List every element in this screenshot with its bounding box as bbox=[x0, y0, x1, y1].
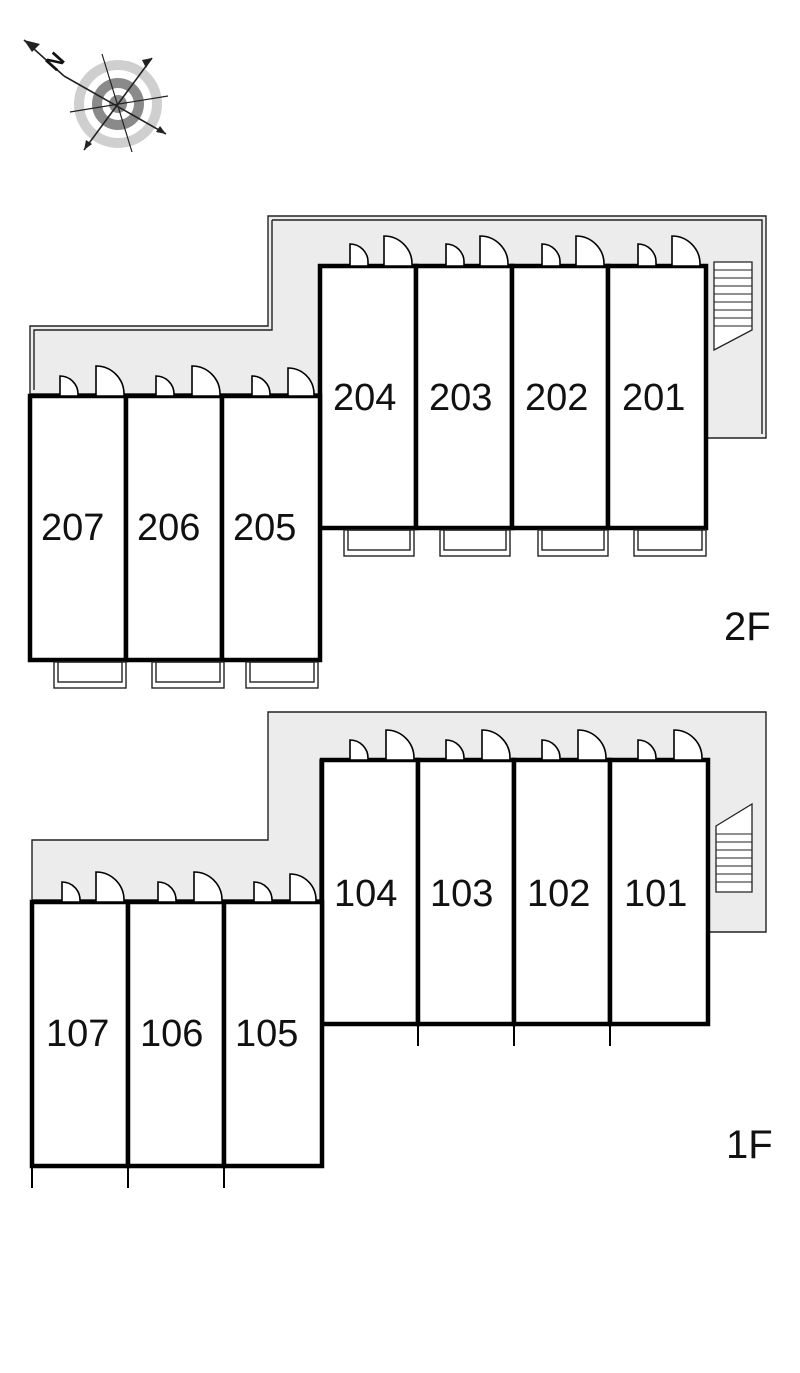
wall-ticks bbox=[31, 1024, 611, 1188]
floor-2f: 204 203 202 201 207 206 205 bbox=[27, 215, 771, 689]
staircase bbox=[715, 802, 753, 893]
unit-label: 105 bbox=[235, 1013, 298, 1055]
unit-label: 101 bbox=[624, 873, 687, 915]
unit-label: 106 bbox=[140, 1013, 203, 1055]
unit-202: 202 bbox=[509, 263, 611, 531]
unit-107: 107 bbox=[29, 899, 131, 1169]
unit-label: 201 bbox=[622, 377, 685, 419]
staircase bbox=[713, 261, 753, 352]
unit-label: 104 bbox=[334, 873, 397, 915]
unit-204: 204 bbox=[317, 263, 419, 531]
unit-label: 205 bbox=[233, 507, 296, 549]
unit-label: 103 bbox=[430, 873, 493, 915]
unit-101: 101 bbox=[607, 757, 711, 1027]
balconies bbox=[53, 529, 707, 689]
unit-203: 203 bbox=[413, 263, 515, 531]
unit-106: 106 bbox=[125, 899, 227, 1169]
unit-label: 204 bbox=[333, 377, 396, 419]
unit-label: 207 bbox=[41, 507, 104, 549]
floor-1f: 104 103 102 101 107 106 105 bbox=[29, 711, 773, 1188]
unit-206: 206 bbox=[123, 393, 225, 663]
unit-label: 206 bbox=[137, 507, 200, 549]
floor-label-2f: 2F bbox=[724, 605, 771, 649]
unit-104: 104 bbox=[319, 757, 421, 1027]
doors bbox=[59, 235, 701, 397]
unit-205: 205 bbox=[219, 393, 323, 663]
unit-207: 207 bbox=[27, 393, 129, 663]
unit-102: 102 bbox=[511, 757, 613, 1027]
unit-105: 105 bbox=[221, 899, 325, 1169]
unit-label: 102 bbox=[527, 873, 590, 915]
unit-label: 203 bbox=[429, 377, 492, 419]
floor-label-1f: 1F bbox=[726, 1123, 773, 1167]
unit-label: 107 bbox=[46, 1013, 109, 1055]
unit-label: 202 bbox=[525, 377, 588, 419]
compass-north-label: N bbox=[40, 47, 69, 76]
compass-icon: N bbox=[23, 39, 169, 153]
unit-201: 201 bbox=[605, 263, 709, 531]
unit-103: 103 bbox=[415, 757, 517, 1027]
doors bbox=[61, 729, 703, 903]
